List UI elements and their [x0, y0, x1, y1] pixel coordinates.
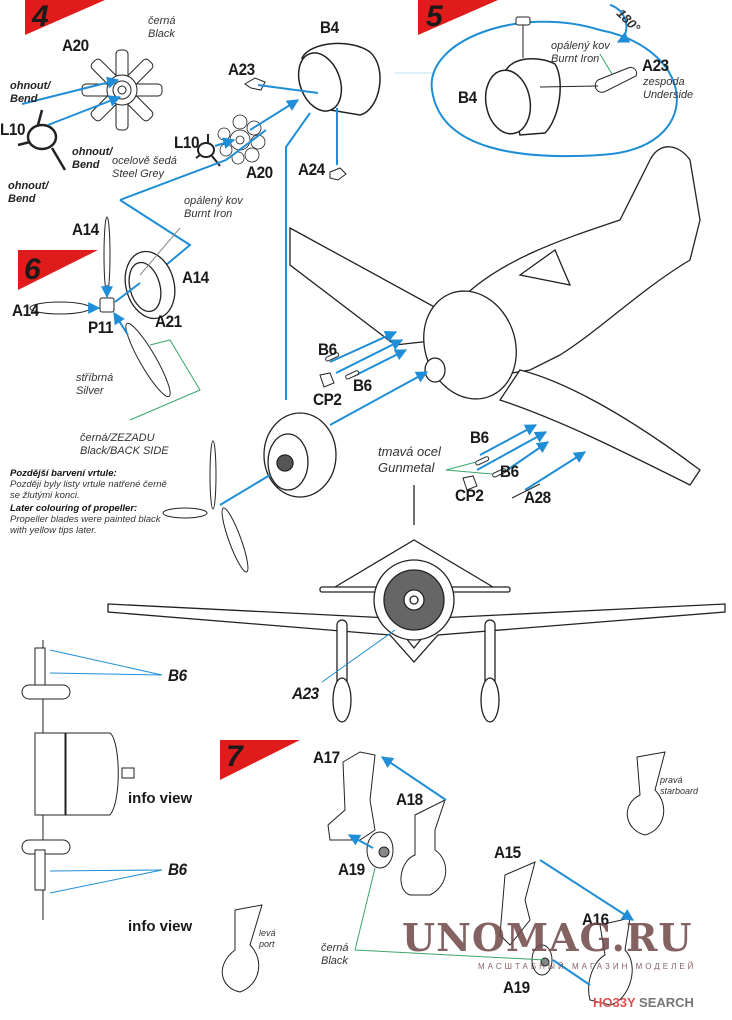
label-l10-large: L10 [0, 120, 26, 139]
step-7-flag [220, 740, 300, 780]
aircraft-three-quarter-view [289, 146, 701, 486]
label-b6-3: B6 [470, 428, 489, 447]
note-burnt-iron-s6: opálený kov Burnt Iron [184, 195, 243, 220]
note-bend-2: ohnout/ Bend [72, 146, 113, 171]
wheel-a19-left [366, 831, 394, 869]
assembly-arrows-step7 [347, 756, 635, 986]
label-a19-1: A19 [338, 860, 365, 879]
note-color-black-s4: černá Black [148, 15, 176, 40]
label-l10-small: L10 [174, 133, 200, 152]
gear-leg-port [221, 904, 263, 993]
step-number-4: 4 [32, 0, 49, 33]
note-gunmetal: tmavá ocel Gunmetal [378, 444, 441, 475]
note-silver: stříbrná Silver [76, 372, 114, 397]
part-a24 [329, 167, 347, 181]
label-a20-small: A20 [246, 163, 273, 182]
label-a15: A15 [494, 843, 521, 862]
note-starboard: pravá starboard [660, 775, 699, 796]
label-a28: A28 [524, 488, 551, 507]
gear-leg-a16 [588, 917, 633, 1006]
note-burnt-iron-s5: opálený kov Burnt Iron [551, 40, 610, 65]
label-b6-2: B6 [353, 376, 372, 395]
note-bend-3: ohnout/ Bend [8, 180, 49, 205]
watermark-hobbysearch: HO33Y SEARCH [593, 995, 694, 1010]
assembly-arrows-step6 [88, 282, 141, 336]
engine-a20-small [217, 114, 266, 165]
step-number-7: 7 [226, 740, 243, 773]
propeller-small [162, 440, 249, 573]
note-port: levá port [259, 928, 276, 949]
label-cp2-1: CP2 [313, 390, 342, 409]
note-bend-1: ohnout/ Bend [10, 80, 51, 105]
label-a23-front: A23 [292, 684, 319, 703]
assembly-arrows-step4 [21, 76, 338, 400]
label-p11: P11 [88, 318, 114, 337]
leader-a23-front [321, 629, 396, 683]
ring-l10-large [17, 109, 67, 171]
cowling-b4 [297, 42, 381, 116]
watermark-unomag: UNOMAG.RU [402, 915, 693, 960]
step5-b4-cowling [484, 58, 561, 136]
note-black-s7: černá Black [321, 942, 349, 967]
leader-gunmetal [445, 461, 493, 475]
step5-detail-circle [395, 4, 678, 158]
label-a21: A21 [155, 312, 182, 331]
label-a24: A24 [298, 160, 325, 179]
note-color-steel-grey: ocelově šedá Steel Grey [112, 155, 177, 180]
label-a16: A16 [582, 910, 609, 929]
leader-burnt-iron-s5 [599, 53, 613, 75]
label-b6-1: B6 [318, 340, 337, 359]
label-b6-4: B6 [500, 462, 519, 481]
note-underside: zespoda Underside [643, 76, 694, 101]
label-a23: A23 [228, 60, 255, 79]
step-number-6: 6 [24, 253, 41, 286]
label-a18: A18 [396, 790, 423, 809]
label-b4: B4 [320, 18, 339, 37]
step-number-5: 5 [426, 0, 443, 33]
gear-leg-a17 [327, 751, 376, 841]
hobbysearch-logo-icon: H [593, 995, 603, 1010]
label-b6-info-top: B6 [168, 666, 187, 685]
info-view-drawing [21, 640, 135, 920]
step-5-flag [418, 0, 498, 35]
note-black-back-side: černá/ZEZADU Black/BACK SIDE [80, 432, 169, 457]
cowling-front-view [263, 412, 337, 498]
label-a14-top: A14 [72, 220, 99, 239]
gear-leg-starboard [626, 751, 666, 836]
label-a20-large: A20 [62, 36, 89, 55]
leader-lines-step6 [129, 227, 201, 421]
label-a14-ring: A14 [182, 268, 209, 287]
label-a17: A17 [313, 748, 340, 767]
ring-l10-small [195, 134, 221, 167]
label-info-view-1: info view [128, 790, 193, 807]
engine-a20-large [81, 49, 163, 131]
label-b4-s5: B4 [458, 88, 477, 107]
label-b6-info-bottom: B6 [168, 860, 187, 879]
step-6-flag [18, 250, 98, 290]
propeller-assembly [29, 216, 171, 398]
step5-a23-part [539, 66, 638, 93]
assembly-arrows-fuselage [219, 331, 587, 506]
leader-black-step7 [354, 867, 546, 961]
label-a23-s5: A23 [642, 56, 669, 75]
small-parts-b6-cp2 [319, 352, 541, 499]
gear-leg-a18 [400, 799, 447, 896]
label-a19-2: A19 [503, 978, 530, 997]
label-cp2-2: CP2 [455, 486, 484, 505]
gear-leg-a15 [499, 861, 536, 946]
label-info-view-2: info view [128, 918, 193, 935]
watermark-subtitle: МАСШТАБНЫЙ МАГАЗИН МОДЕЛЕЙ [478, 962, 697, 971]
label-a14-left: A14 [12, 301, 39, 320]
spinner-ring-a21 [124, 250, 176, 320]
aircraft-front-view [107, 485, 726, 723]
note-later-colouring: Pozdější barvení vrtule: Později byly li… [10, 468, 167, 536]
leader-b6-info [49, 649, 163, 894]
step5-small-part [515, 16, 531, 58]
step-4-flag [25, 0, 105, 35]
